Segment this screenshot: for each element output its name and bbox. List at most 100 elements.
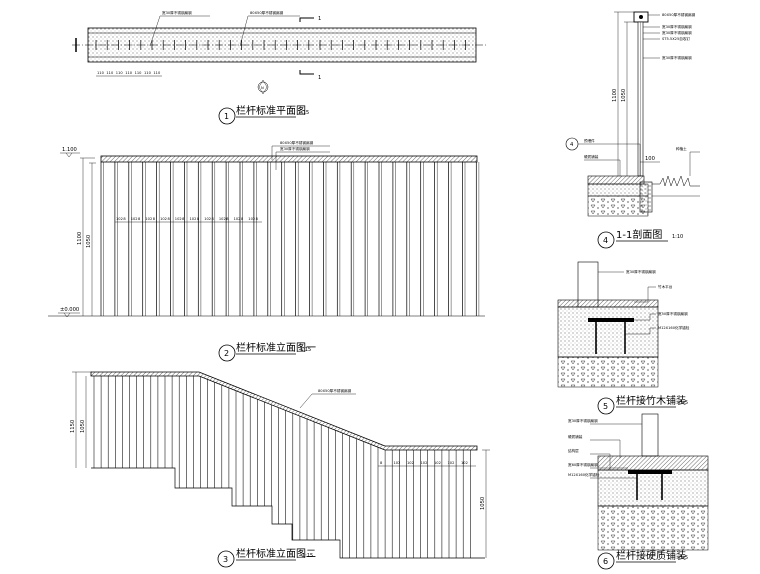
dim-label: 1100 [77,232,83,245]
detail-leader [625,327,656,335]
section-note: ST5.5X25自攻钉 [662,36,690,41]
concrete-layer [557,306,659,358]
view-number: 4 [603,236,608,245]
section-note: 种植土 [676,146,687,151]
detail-6-note: 宽60厚不锈钢扁钢 [568,462,598,467]
view-scale: 1:10 [672,234,683,240]
view-number: 6 [603,557,608,566]
view-title: 栏杆接硬质铺装 [616,549,686,562]
detail-6: 宽30厚不锈钢扁钢 硬质铺装 结构层 宽60厚不锈钢扁钢 M12X160化学锚栓… [568,413,709,570]
detail-5-note: 竹木平台 [658,284,673,289]
north-arrow-icon [258,79,268,95]
detail-leader [634,286,656,303]
north-label: N [261,86,264,90]
plan-spacing-label: 110 [106,71,114,75]
dim-label: 1050 [86,235,92,248]
elevation-2-leader [299,393,356,409]
elevation-2-spacing-label: 102 [448,461,455,465]
dim-label: 100 [645,156,655,162]
deck-layer [557,299,659,308]
detail-6-note: 硬质铺装 [568,434,583,439]
view-scale: 1:15 [298,110,309,116]
section-note: 宽30厚不锈钢扁钢 [662,24,692,29]
elevation-2-spacing-label: 102 [434,461,441,465]
elevation-2-spacing-label: 8 [380,461,383,465]
elevation-1: 1100 1050 1.100 ±0.000 80X50厚不锈钢扁钢 宽30厚不… [48,140,485,362]
view-title-5: 5 栏杆接竹木铺装 1:5 [597,394,688,415]
detail-5-note: M12X160化学锚栓 [658,325,690,330]
elevation-1-spacing-label: 8 [212,217,215,221]
detail-6-note: 结构层 [568,448,579,453]
handrail-cap-sloped [90,371,478,451]
elevation-1-note: 80X50厚不锈钢扁钢 [280,140,314,145]
elevation-1-spacing-label: 102 [190,217,197,221]
detail-5-note: 宽30厚不锈钢扁钢 [626,269,656,274]
section-note: 宽30厚不锈钢扁钢 [662,55,692,60]
plan-leader [149,15,210,47]
view-title-4: 4 1-1剖面图 1:10 [597,228,683,249]
view-number: 2 [224,349,229,358]
level-marker-icon [60,152,80,158]
detail-6-post [641,413,659,457]
elevation-1-spacing-label: 8 [182,217,185,221]
detail-leader [634,313,656,321]
view-title-3: 3 栏杆标准立面图二 1:15 [217,547,316,568]
plan-spacing-label: 110 [144,71,152,75]
base-plate [628,470,672,474]
section-cut-mark [299,70,314,75]
detail-leader [590,439,621,458]
elevation-1-spacing-label: 8 [241,217,244,221]
view-number: 5 [603,402,608,411]
view-scale: 1:15 [300,347,311,353]
dim-label: 1150 [70,420,76,433]
elevation-1-note: 宽30厚不锈钢扁钢 [280,146,310,151]
view-scale: 1:5 [680,555,688,561]
detail-callout-number: 4 [570,142,574,148]
elevation-1-spacing-label: 102 [160,217,167,221]
elevation-1-spacing-label: 102 [175,217,182,221]
plan-note: 宽30厚不锈钢扁钢 [162,10,192,15]
view-title: 栏杆标准平面图 [236,104,306,117]
elevation-1-spacing-label: 8 [153,217,156,221]
plan-spacing-label: 110 [97,71,105,75]
concrete-layer [597,469,709,507]
elevation-1-spacing-label: 8 [226,217,229,221]
detail-6-note: 宽30厚不锈钢扁钢 [568,418,598,423]
view-scale: 1:15 [302,553,313,559]
section-note: 预埋件 [584,138,595,143]
section-cut-label: 1 [318,16,321,22]
view-number: 3 [223,555,228,564]
paving-layer [587,175,645,185]
view-title-2: 2 栏杆标准立面图一 1:15 [218,341,316,362]
elevation-1-spacing-label: 102 [219,217,226,221]
dim-label: 1050 [480,497,486,510]
footing [639,181,653,213]
elevation-1-spacing-label: 8 [167,217,170,221]
view-title: 栏杆接竹木铺装 [616,394,686,407]
section-cut-label: 1 [318,75,321,81]
elevation-1-spacing-label: 102 [234,217,241,221]
view-title-1: 1 栏杆标准平面图 1:15 [218,104,309,125]
detail-5: 宽30厚不锈钢扁钢 竹木平台 宽50厚不锈钢扁钢 M12X160化学锚栓 5 栏… [557,261,690,415]
elevation-1-spacing-label: 102 [131,217,138,221]
base-layer [587,183,649,197]
view-scale: 1:5 [680,400,688,406]
section-leader [584,159,621,176]
elevation-1-spacing-label: 102 [204,217,211,221]
elevation-1-spacing-label: 102 [145,217,152,221]
handrail-cap [100,155,478,163]
view-title: 1-1剖面图 [616,228,662,241]
gravel-layer [587,195,649,217]
elevation-1-spacing-label: 102 [116,217,123,221]
view-title: 栏杆标准立面图一 [236,341,316,354]
view-title: 栏杆标准立面图二 [236,547,316,560]
dim-label: 1100 [612,89,618,102]
level-label: 1.100 [62,147,77,153]
elevation-1-spacing-label: 8 [138,217,141,221]
